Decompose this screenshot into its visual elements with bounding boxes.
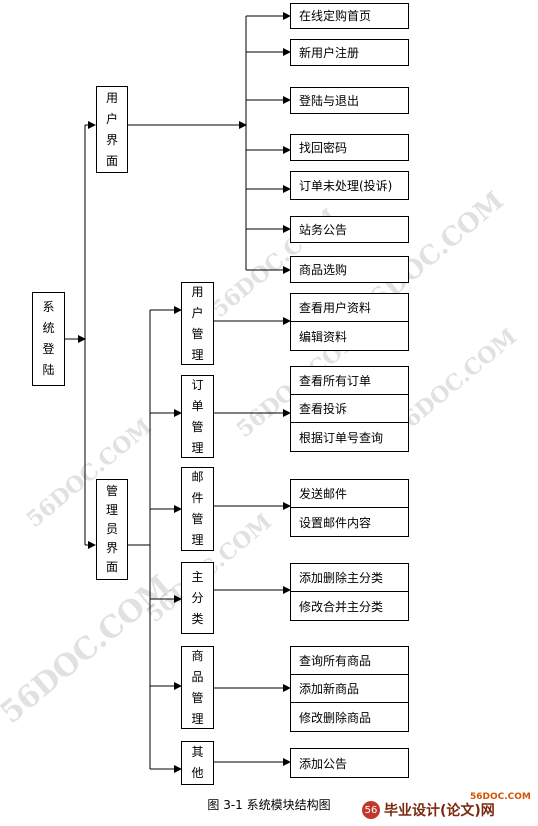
admin-item: 修改合并主分类: [299, 599, 384, 614]
admin-item-stack: 查询所有商品 添加新商品 修改删除商品: [290, 646, 409, 732]
brand-mark-icon: 56: [362, 801, 380, 819]
admin-group-label: 用户管理: [191, 284, 204, 362]
user-ui-node: 用户界面: [96, 86, 128, 173]
user-ui-label: 用户界面: [105, 90, 118, 168]
user-item: 站务公告: [290, 216, 409, 243]
admin-item-stack: 查看所有订单 查看投诉 根据订单号查询: [290, 366, 409, 452]
admin-item-stack: 添加删除主分类 修改合并主分类: [290, 563, 409, 621]
admin-item: 添加公告: [299, 756, 348, 771]
admin-group-node: 用户管理: [181, 282, 214, 365]
user-item: 在线定购首页: [290, 3, 409, 29]
admin-item: 添加删除主分类: [291, 564, 408, 592]
admin-item-stack: 添加公告: [290, 748, 409, 778]
admin-group-label: 订单管理: [191, 377, 204, 455]
user-item-label: 在线定购首页: [299, 9, 372, 23]
admin-ui-label: 管理员界面: [105, 484, 118, 574]
figure-caption: 图 3-1 系统模块结构图: [207, 798, 331, 812]
user-item-label: 订单未处理(投诉): [299, 178, 393, 193]
admin-group-label: 商品管理: [191, 648, 204, 726]
user-item: 新用户注册: [290, 39, 409, 66]
user-item-label: 找回密码: [299, 140, 348, 155]
admin-item: 添加新商品: [291, 675, 408, 703]
admin-item: 查看用户资料: [291, 294, 408, 322]
user-item: 订单未处理(投诉): [290, 171, 409, 200]
user-item-label: 站务公告: [299, 222, 348, 237]
user-item-label: 登陆与退出: [299, 93, 360, 108]
user-item: 找回密码: [290, 134, 409, 161]
admin-item: 修改删除商品: [299, 710, 372, 725]
admin-item: 设置邮件内容: [299, 515, 372, 530]
user-item: 商品选购: [290, 256, 409, 283]
admin-group-label: 邮件管理: [191, 470, 204, 547]
root-node: 系统登陆: [32, 292, 65, 386]
admin-group-label: 主分类: [191, 569, 204, 626]
admin-item: 查询所有商品: [291, 647, 408, 675]
admin-item: 编辑资料: [299, 329, 348, 344]
brand-url: 56DOC.COM: [470, 792, 531, 802]
admin-group-node: 主分类: [181, 562, 214, 634]
admin-group-node: 订单管理: [181, 375, 214, 458]
admin-group-node: 邮件管理: [181, 467, 214, 551]
user-item: 登陆与退出: [290, 87, 409, 114]
admin-item-stack: 发送邮件 设置邮件内容: [290, 479, 409, 537]
admin-item: 根据订单号查询: [299, 430, 384, 445]
admin-group-node: 商品管理: [181, 646, 214, 729]
admin-item: 查看投诉: [291, 395, 408, 423]
root-label: 系统登陆: [42, 300, 55, 377]
admin-item: 查看所有订单: [291, 367, 408, 395]
admin-ui-node: 管理员界面: [96, 479, 128, 580]
user-item-label: 商品选购: [299, 262, 348, 277]
user-item-label: 新用户注册: [299, 45, 360, 60]
admin-group-label: 其他: [191, 745, 204, 780]
admin-item-stack: 查看用户资料 编辑资料: [290, 293, 409, 351]
admin-group-node: 其他: [181, 741, 214, 785]
brand-name: 毕业设计(论文)网: [384, 803, 495, 819]
brand-logo: 56 毕业设计(论文)网 56DOC.COM: [362, 792, 532, 822]
admin-item: 发送邮件: [291, 480, 408, 508]
